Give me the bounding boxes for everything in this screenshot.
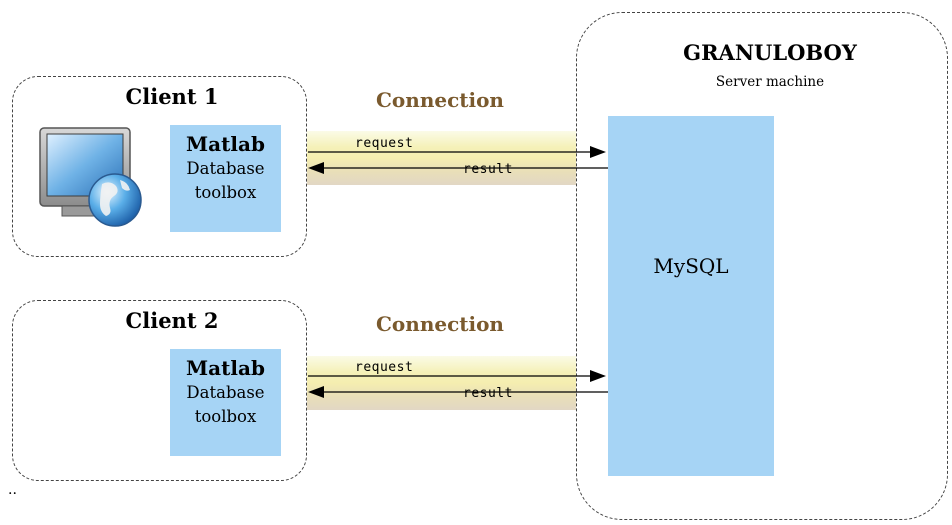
request-label: request (355, 136, 414, 151)
database-box (608, 116, 774, 476)
client-2-title: Client 2 (125, 308, 219, 333)
connection-2-band (307, 356, 576, 410)
request-label: request (355, 360, 414, 375)
app-subtitle-line-1: Database (186, 159, 265, 178)
app-subtitle-line-2: toolbox (194, 407, 257, 426)
request-arrow (308, 370, 606, 382)
app-title: Matlab (186, 132, 265, 156)
app-subtitle-line-2: toolbox (194, 183, 257, 202)
app-subtitle-line-1: Database (186, 383, 265, 402)
connection-1-label: Connection (376, 88, 504, 112)
app-title: Matlab (186, 356, 265, 380)
result-label: result (463, 162, 513, 177)
connection-2-label: Connection (376, 312, 504, 336)
server-title: GRANULOBOY (683, 40, 857, 65)
result-label: result (463, 386, 513, 401)
server-subtitle: Server machine (715, 74, 825, 90)
computer-globe-icon (39, 127, 142, 227)
database-label: MySQL (653, 254, 729, 278)
result-arrow (308, 162, 608, 174)
result-arrow (308, 386, 608, 398)
client-1-title: Client 1 (125, 84, 219, 109)
footnote-dots: .. (8, 482, 17, 498)
client-2-app-box: Matlab Database toolbox (170, 349, 281, 456)
request-arrow (308, 146, 606, 158)
client-1-app-box: Matlab Database toolbox (170, 125, 281, 232)
connection-1-band (307, 131, 576, 185)
